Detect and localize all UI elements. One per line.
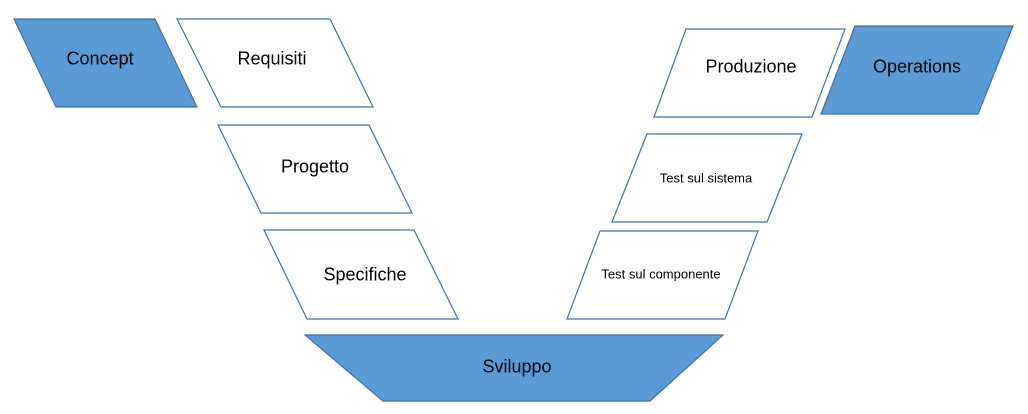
progetto-shape	[217, 124, 413, 214]
sviluppo-shape	[303, 334, 725, 402]
specifiche-shape	[263, 229, 459, 320]
test-componente-label: Test sul componente	[601, 266, 721, 282]
test-sistema-shape	[611, 133, 803, 223]
operations-label: Operations	[872, 56, 962, 77]
sviluppo-label: Sviluppo	[482, 356, 552, 377]
concept-label: Concept	[66, 48, 134, 69]
progetto-label: Progetto	[280, 156, 350, 177]
produzione-shape	[653, 28, 846, 118]
test-componente-shape	[566, 230, 759, 320]
requisiti-shape	[176, 18, 374, 108]
specifiche-label: Specifiche	[323, 264, 407, 285]
operations-shape	[820, 25, 1014, 115]
produzione-label: Produzione	[705, 56, 797, 77]
test-sistema-label: Test sul sistema	[659, 170, 753, 186]
concept-shape	[13, 18, 198, 108]
requisiti-label: Requisiti	[237, 48, 307, 69]
